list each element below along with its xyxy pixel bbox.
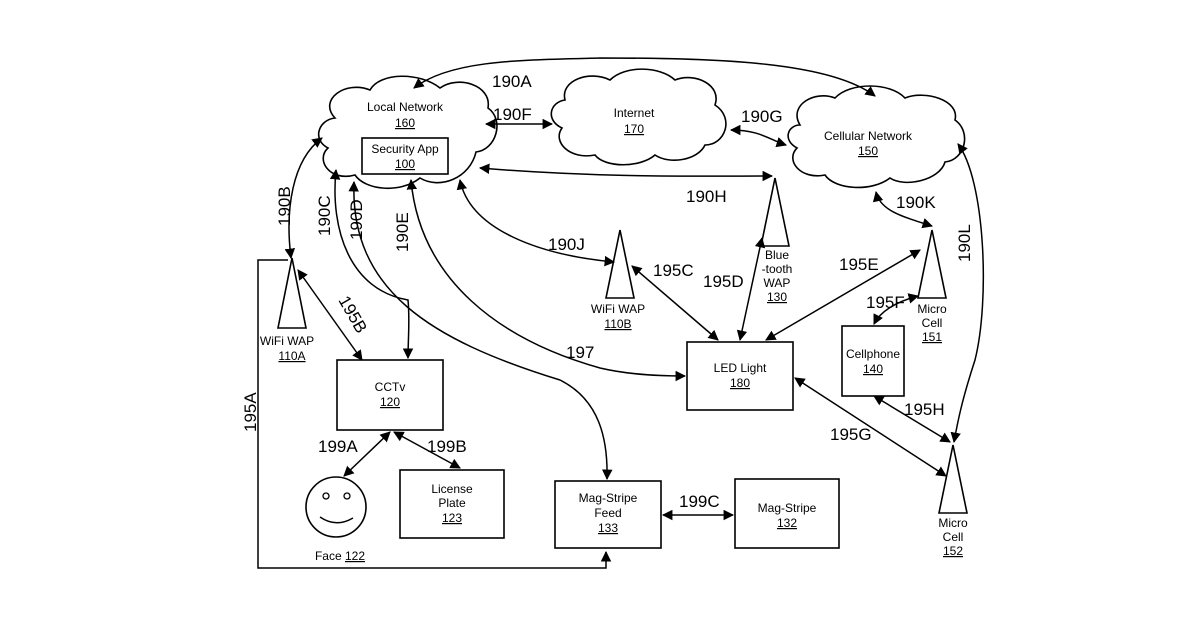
label-195e: 195E	[839, 255, 879, 274]
micro-cell-152-line2: Cell	[943, 530, 964, 544]
label-190g: 190G	[741, 107, 783, 126]
label-190b: 190B	[275, 186, 294, 226]
cellphone-ref: 140	[863, 362, 883, 376]
label-195c: 195C	[653, 261, 694, 280]
label-190l: 190L	[955, 224, 974, 262]
cctv-box: CCTv 120	[337, 360, 443, 430]
label-195h: 195H	[904, 400, 945, 419]
local-network-label: Local Network	[367, 100, 444, 114]
license-plate-ref: 123	[442, 511, 462, 525]
micro-cell-151-line1: Micro	[917, 302, 947, 316]
internet-cloud: Internet 170	[551, 69, 726, 165]
mag-stripe-feed-line1: Mag-Stripe	[579, 491, 638, 505]
wifi-wap-110b-ref: 110B	[604, 317, 631, 331]
label-190a: 190A	[492, 72, 532, 91]
line-190d	[354, 182, 607, 479]
face-label: Face	[315, 549, 342, 563]
micro-cell-151: Micro Cell 151	[917, 230, 947, 344]
line-190g	[731, 130, 786, 145]
bluetooth-wap-ref: 130	[767, 290, 787, 304]
wifi-wap-110a-label: WiFi WAP	[260, 334, 314, 348]
label-190j: 190J	[548, 235, 585, 254]
mag-stripe-label: Mag-Stripe	[758, 501, 817, 515]
label-190e: 190E	[393, 212, 412, 252]
mag-stripe-ref: 132	[777, 516, 797, 530]
bluetooth-wap-130: Blue -tooth WAP 130	[761, 178, 792, 304]
svg-text:Face 122: Face 122	[315, 549, 365, 563]
internet-label: Internet	[614, 106, 655, 120]
label-190f: 190F	[493, 105, 532, 124]
micro-cell-151-line2: Cell	[922, 316, 943, 330]
cellphone-box: Cellphone 140	[842, 326, 904, 396]
wifi-wap-110b-label: WiFi WAP	[591, 302, 645, 316]
micro-cell-151-ref: 151	[922, 330, 942, 344]
security-app-box: Security App 100	[362, 138, 448, 174]
local-network-ref: 160	[395, 116, 415, 130]
led-light-label: LED Light	[714, 361, 767, 375]
internet-ref: 170	[624, 122, 644, 136]
wifi-wap-110b: WiFi WAP 110B	[591, 230, 645, 331]
wifi-wap-110a: WiFi WAP 110A	[260, 258, 314, 363]
label-199a: 199A	[318, 437, 358, 456]
label-197: 197	[566, 343, 594, 362]
label-195f: 195F	[866, 293, 905, 312]
line-190e	[411, 180, 685, 376]
wifi-wap-110a-ref: 110A	[278, 349, 305, 363]
security-app-ref: 100	[395, 157, 415, 171]
line-190h	[480, 168, 772, 176]
mag-stripe-feed-line2: Feed	[594, 506, 621, 520]
label-195g: 195G	[830, 425, 872, 444]
label-195d: 195D	[703, 272, 744, 291]
label-190h: 190H	[686, 187, 727, 206]
cctv-label: CCTv	[375, 380, 406, 394]
mag-stripe-feed-box: Mag-Stripe Feed 133	[555, 481, 661, 548]
label-199c: 199C	[679, 492, 720, 511]
bluetooth-wap-line1: Blue	[765, 248, 789, 262]
mag-stripe-feed-ref: 133	[598, 521, 618, 535]
face-icon	[306, 477, 366, 537]
bluetooth-wap-line3: WAP	[764, 276, 791, 290]
label-195a: 195A	[241, 392, 260, 432]
license-plate-line1: License	[431, 482, 473, 496]
bluetooth-wap-line2: -tooth	[762, 262, 793, 276]
micro-cell-152-ref: 152	[943, 544, 963, 558]
cellular-network-cloud: Cellular Network 150	[788, 86, 964, 187]
license-plate-box: License Plate 123	[400, 470, 504, 538]
line-190j	[460, 180, 614, 262]
led-light-ref: 180	[730, 376, 750, 390]
label-190d: 190D	[347, 199, 366, 240]
micro-cell-152: Micro Cell 152	[938, 445, 968, 558]
cellular-network-label: Cellular Network	[824, 129, 913, 143]
label-190k: 190K	[896, 193, 936, 212]
license-plate-line2: Plate	[438, 496, 466, 510]
face-caption: Face 122	[315, 549, 365, 563]
led-light-box: LED Light 180	[687, 342, 793, 410]
label-190c: 190C	[315, 195, 334, 236]
line-190l	[954, 144, 983, 442]
cellphone-label: Cellphone	[846, 347, 900, 361]
cctv-ref: 120	[380, 395, 400, 409]
face-ref: 122	[345, 549, 365, 563]
cellular-network-ref: 150	[858, 144, 878, 158]
mag-stripe-box: Mag-Stripe 132	[735, 479, 839, 548]
label-199b: 199B	[427, 437, 467, 456]
micro-cell-152-line1: Micro	[938, 516, 968, 530]
security-app-label: Security App	[371, 142, 439, 156]
